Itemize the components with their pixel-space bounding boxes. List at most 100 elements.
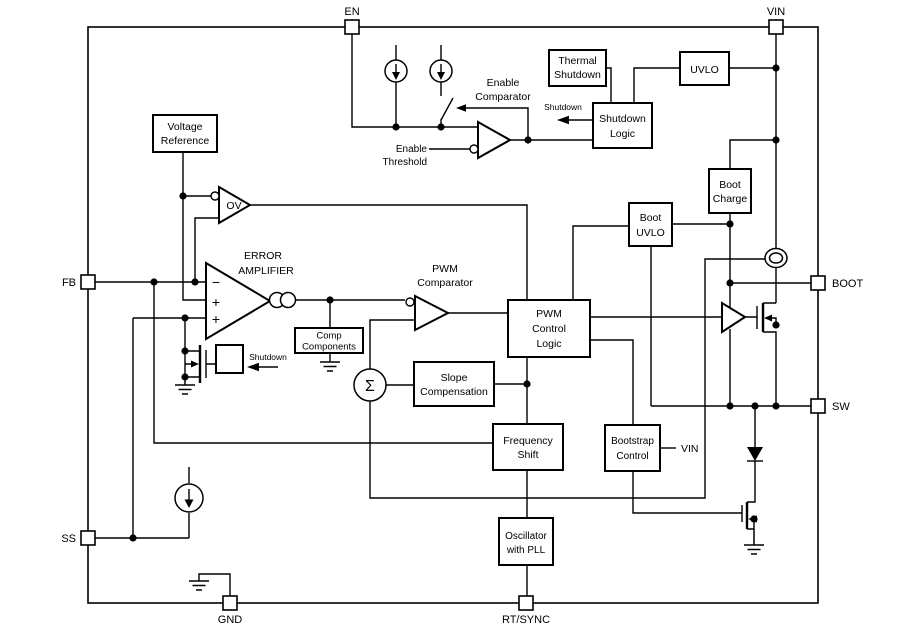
wire-comparator-feedback: [464, 107, 529, 140]
ea-plus-sign: +: [212, 311, 220, 327]
shutdown-pulldown-mosfet: [184, 318, 216, 383]
error-amplifier-label: ERROR: [244, 250, 282, 262]
block-label: Frequency: [503, 435, 553, 447]
block-label: Shift: [517, 449, 538, 461]
low-side-mosfet: [741, 502, 757, 530]
pwm-comparator-label: PWM: [432, 263, 458, 275]
block-shutdown-driver: [215, 344, 244, 374]
shutdown-signal-label: Shutdown: [249, 352, 287, 362]
wire-sigma-to-pwmcomp: [369, 319, 415, 369]
block-label: Logic: [536, 338, 561, 350]
wire-thermal-to-logic: [606, 67, 612, 103]
pin-label: SS: [61, 533, 76, 545]
junction-dots: [129, 64, 780, 542]
block-label: with PLL: [506, 545, 546, 556]
wire-current-sense: [369, 258, 765, 499]
block-label: Compensation: [420, 386, 488, 398]
wire-uvlo-to-logic: [633, 67, 680, 103]
block-label: Voltage: [167, 121, 202, 133]
pins: EN VIN FB SS GND RT/SYNC BOOT SW: [61, 6, 863, 626]
ground-symbols: [175, 361, 764, 591]
block-label: Components: [302, 342, 356, 353]
block-label: Oscillator: [505, 531, 547, 542]
ea-minus-sign: −: [212, 274, 220, 290]
block-label: UVLO: [690, 64, 719, 76]
block-voltage-reference: Voltage Reference: [152, 114, 218, 153]
pin-label: BOOT: [832, 278, 863, 290]
block-label: Boot: [719, 179, 741, 191]
pwm-comparator-label: Comparator: [417, 277, 473, 289]
gm-output-icon: [279, 291, 297, 309]
pin-ss: SS: [61, 530, 96, 546]
ground-icon: [320, 361, 340, 372]
ground-icon: [744, 529, 764, 555]
blocks: Voltage Reference Thermal Shutdown UVLO …: [152, 49, 752, 566]
block-bootstrap-control: Bootstrap Control: [604, 424, 661, 472]
ground-icon: [175, 377, 195, 395]
pin-sw: SW: [810, 398, 850, 414]
enable-threshold-label: Threshold: [383, 157, 427, 168]
shutdown-signal-softstart: Shutdown: [247, 352, 287, 372]
block-boot-charge: Boot Charge: [708, 168, 752, 214]
block-label: Charge: [713, 193, 748, 205]
block-label: Control: [532, 323, 566, 335]
error-amplifier: − + +: [205, 261, 297, 341]
current-source-en-1: [384, 59, 408, 83]
switch-control-arrow-icon: [456, 104, 466, 112]
block-label: Slope: [441, 372, 468, 384]
wire-en: [351, 34, 478, 128]
block-shutdown-logic: Shutdown Logic: [592, 102, 653, 149]
block-label: Thermal: [558, 55, 597, 67]
wire-bootuvlo-to-pwm: [572, 225, 629, 300]
block-frequency-shift: Frequency Shift: [492, 423, 564, 471]
block-label: Control: [616, 451, 648, 462]
enable-comparator: [469, 120, 513, 160]
pin-label: FB: [62, 277, 76, 289]
sigma-label: Σ: [365, 378, 375, 395]
current-source-en-2: [429, 59, 453, 83]
pin-gnd: GND: [218, 595, 242, 626]
block-slope-compensation: Slope Compensation: [413, 361, 495, 407]
ground-icon: [189, 580, 209, 591]
block-label: UVLO: [636, 227, 665, 239]
wire-ov-out: [250, 204, 528, 300]
block-uvlo: UVLO: [679, 51, 730, 86]
pin-label: SW: [832, 401, 850, 413]
wire-switch-blade: [440, 97, 454, 121]
error-amplifier-label: AMPLIFIER: [238, 265, 294, 277]
block-pwm-control-logic: PWM Control Logic: [507, 299, 591, 358]
ic-boundary: [87, 26, 819, 604]
pin-boot: BOOT: [810, 275, 863, 291]
wire-gate-drive-ls: [632, 471, 742, 514]
high-side-mosfet: [745, 302, 777, 406]
floating-labels: Enable Comparator Enable Threshold ERROR…: [238, 77, 698, 455]
summing-node: Σ: [353, 368, 387, 402]
block-label: Logic: [610, 128, 635, 140]
block-label: Shutdown: [599, 113, 646, 125]
pin-label: RT/SYNC: [502, 614, 550, 626]
wire-ss-to-ea: [132, 317, 206, 538]
wire-diode-branch: [747, 406, 756, 503]
pin-fb: FB: [62, 274, 96, 290]
wire-fb-to-freqshift: [153, 282, 493, 444]
block-label: Boot: [640, 212, 662, 224]
wire-ea-out: [296, 299, 405, 362]
pin-label: VIN: [767, 6, 785, 18]
wire-fb-to-ov: [194, 217, 219, 282]
current-sensor-icon: [764, 247, 788, 269]
wire-to-bootstrap: [590, 339, 634, 425]
current-source-ss: [174, 483, 204, 513]
wire-ss: [95, 467, 190, 539]
shutdown-signal-label: Shutdown: [544, 102, 582, 112]
bootstrap-vin-label: VIN: [681, 443, 699, 455]
shutdown-signal-top: Shutdown: [544, 102, 593, 125]
pin-rt-sync: RT/SYNC: [502, 595, 550, 626]
block-oscillator-pll: Oscillator with PLL: [498, 517, 554, 566]
block-thermal-shutdown: Thermal Shutdown: [548, 49, 607, 87]
enable-threshold-label: Enable: [396, 144, 428, 155]
wire-vref: [182, 152, 206, 301]
wire-bootcharge-top: [729, 139, 776, 169]
wire-gnd: [198, 573, 231, 596]
